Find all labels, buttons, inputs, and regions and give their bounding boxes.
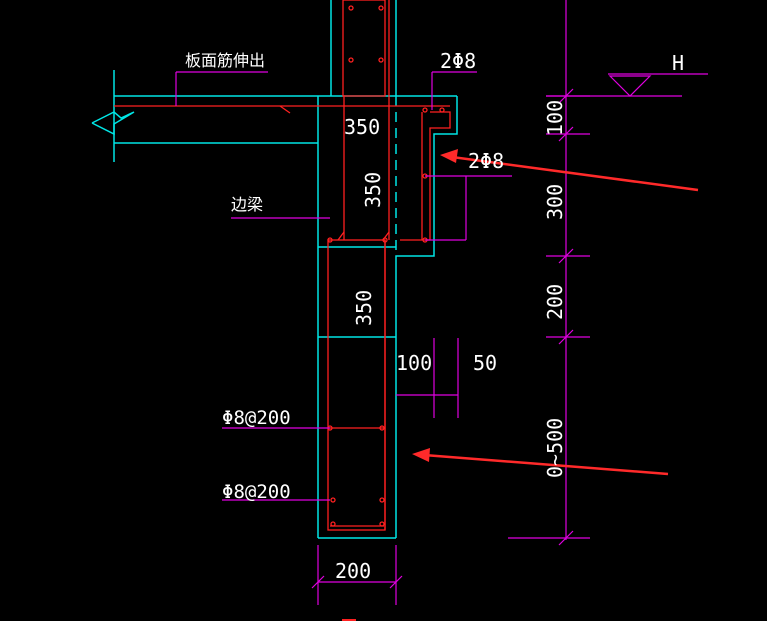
- dim-200-slash-right: [389, 575, 403, 589]
- beam-stirrup: [327, 239, 386, 531]
- upper-column-stirrup: [342, 0, 386, 97]
- dim-200-slash-left: [311, 575, 325, 589]
- dim-200-label: 200: [335, 559, 371, 583]
- dim-100-label: 100: [396, 351, 432, 375]
- rebar-dot: [348, 5, 354, 11]
- rebar-dot: [379, 425, 385, 431]
- dim-50-label: 50: [473, 351, 497, 375]
- annotation-arrow-upper-head: [440, 149, 458, 163]
- right-dim-100: 100: [543, 100, 567, 136]
- rebar-dot: [348, 57, 354, 63]
- rebar-dot: [327, 237, 333, 243]
- slab-extend-label: 板面筋伸出: [185, 51, 265, 70]
- right-slash-4: [558, 329, 574, 345]
- right-dim-0-500: 0~500: [543, 418, 567, 478]
- beam-cap-right-face: [395, 96, 458, 538]
- h-mark-label: H: [672, 51, 684, 75]
- rebar-dot: [379, 521, 385, 527]
- concrete-outline: [91, 0, 458, 539]
- stirrup-2-label: Φ8@200: [222, 481, 291, 503]
- rebar-mid-label: 2Φ8: [468, 149, 504, 173]
- break-symbol: [91, 111, 135, 136]
- dim-350-vertical-lower: 350: [352, 290, 376, 326]
- dim-350-vertical-upper: 350: [361, 172, 385, 208]
- rebar-dot: [378, 5, 384, 11]
- annotation-arrow-lower-shaft: [423, 453, 669, 476]
- stirrup-1-label: Φ8@200: [222, 407, 291, 429]
- rebar-dot: [439, 107, 445, 113]
- right-dim-300: 300: [543, 184, 567, 220]
- rebar-top-label: 2Φ8: [440, 49, 476, 73]
- dimension-lines: [175, 0, 708, 605]
- annotation-arrows: [412, 149, 699, 476]
- rebar-group: [114, 0, 451, 531]
- text-labels: 板面筋伸出 边梁 H 2Φ8 2Φ8 Φ8@200 Φ8@200 350 350…: [185, 49, 684, 583]
- rebar-dot: [330, 521, 336, 527]
- edge-beam-label: 边梁: [231, 195, 263, 214]
- dim-350-horizontal: 350: [344, 115, 380, 139]
- annotation-arrow-lower-head: [412, 448, 430, 462]
- right-dim-200: 200: [543, 284, 567, 320]
- rebar-dot: [378, 57, 384, 63]
- h-mark-triangle: [608, 75, 652, 97]
- right-slash-1: [558, 88, 574, 104]
- bar-hook-left: [337, 231, 345, 241]
- rebar-dot: [379, 497, 385, 503]
- right-slash-3: [558, 248, 574, 264]
- rebar-dot: [382, 237, 388, 243]
- right-slash-2: [558, 126, 574, 142]
- annotation-arrow-upper-shaft: [451, 155, 699, 192]
- rebar-dot: [422, 107, 428, 113]
- rebar-dot: [330, 497, 336, 503]
- slab-rebar-hook: [279, 105, 291, 114]
- right-slash-5: [558, 530, 574, 546]
